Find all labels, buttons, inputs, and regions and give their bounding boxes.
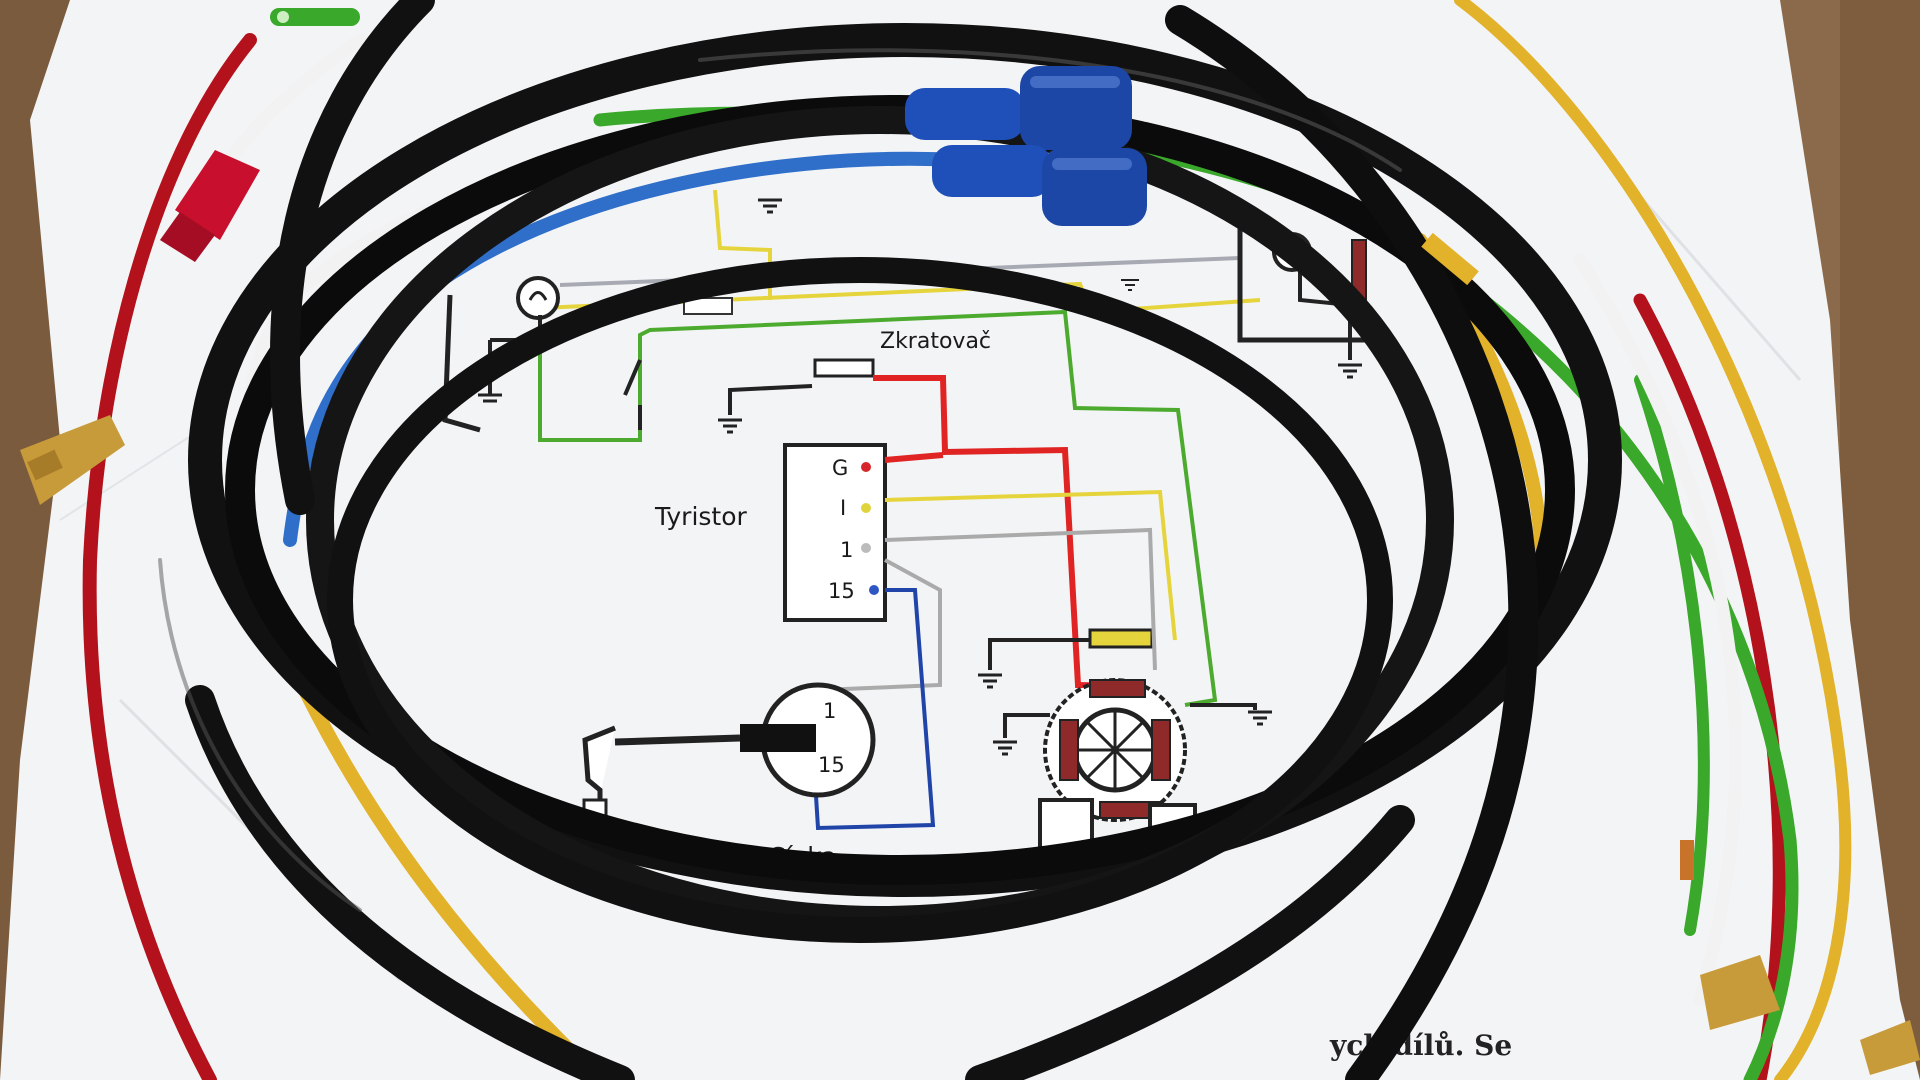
copper-wire-end — [1680, 840, 1694, 880]
wire-blue — [813, 588, 936, 831]
ground-icon — [978, 673, 1002, 689]
ground-icon — [1248, 710, 1272, 726]
blue-spade-connector — [932, 145, 1147, 226]
wire-red-strand — [1633, 293, 1786, 1080]
wire-white-strand — [1573, 253, 1743, 1007]
ground-icon — [478, 393, 502, 403]
wire-black-strand — [965, 805, 1415, 1080]
fuse-symbol — [683, 297, 733, 315]
ground-icon — [1121, 279, 1139, 291]
label-zkratovac: Zkratovač — [880, 329, 991, 354]
wire-green-strand — [1634, 374, 1710, 936]
wire-red-tyristor — [884, 452, 944, 463]
wiring-diagram: red — [440, 189, 1370, 871]
wire-black-zkratovac — [728, 384, 813, 415]
generator-icon — [1038, 678, 1197, 854]
brass-terminal — [1700, 955, 1780, 1030]
brass-terminal — [1860, 1020, 1920, 1075]
pin-i-label: I — [840, 496, 846, 520]
wire-highlight — [158, 558, 362, 912]
brass-terminal — [20, 415, 125, 505]
wire-gray — [819, 527, 1157, 692]
pin-g-label: G — [832, 456, 848, 480]
red-spade-connector — [160, 150, 260, 262]
yellow-wire-band — [1421, 232, 1479, 286]
resistor-symbol — [1088, 628, 1154, 649]
green-wire-tip — [270, 8, 360, 26]
paper-crease — [59, 429, 201, 521]
shorting-switch-symbol — [813, 358, 875, 378]
pin-i-dot — [861, 503, 871, 513]
tyristor-box — [783, 443, 887, 622]
wire-yellow — [884, 489, 1177, 641]
wire-green — [538, 309, 1218, 707]
coil-pin-15-label: 15 — [818, 753, 845, 777]
ground-icon — [758, 198, 782, 214]
blue-spade-connector — [905, 66, 1132, 150]
coil-hv-terminal — [740, 724, 816, 752]
paper-footer-text: ych dílů. Se — [1329, 1029, 1512, 1062]
wire-black-loop — [327, 257, 1393, 943]
lamp-icon — [516, 276, 560, 320]
wire-black-strand — [1165, 5, 1539, 1080]
label-tyristor: Tyristor — [654, 502, 748, 531]
wire-harness — [82, 0, 1852, 1080]
ground-icon — [993, 740, 1017, 756]
pin-1-dot — [861, 543, 871, 553]
coil-pin-1-label: 1 — [823, 699, 836, 723]
wire-black-gen — [1003, 703, 1257, 738]
wire-yellow-strand — [1454, 0, 1852, 1080]
lamp-left — [442, 276, 560, 433]
pin-g-dot — [861, 462, 871, 472]
pin-15-label: 15 — [828, 579, 855, 603]
hv-lead — [614, 734, 741, 746]
pin-15-dot — [869, 585, 879, 595]
switch-symbol — [623, 359, 642, 430]
ground-icon — [1338, 363, 1362, 379]
ground-icon — [718, 418, 742, 434]
wire-black-strand — [270, 0, 435, 515]
wire-black-strand — [185, 685, 635, 1080]
pin-1-label: 1 — [840, 538, 853, 562]
wire-red-strand — [82, 33, 257, 1080]
wire-black-resistor — [988, 638, 1090, 670]
wire-white-strand — [223, 33, 367, 167]
